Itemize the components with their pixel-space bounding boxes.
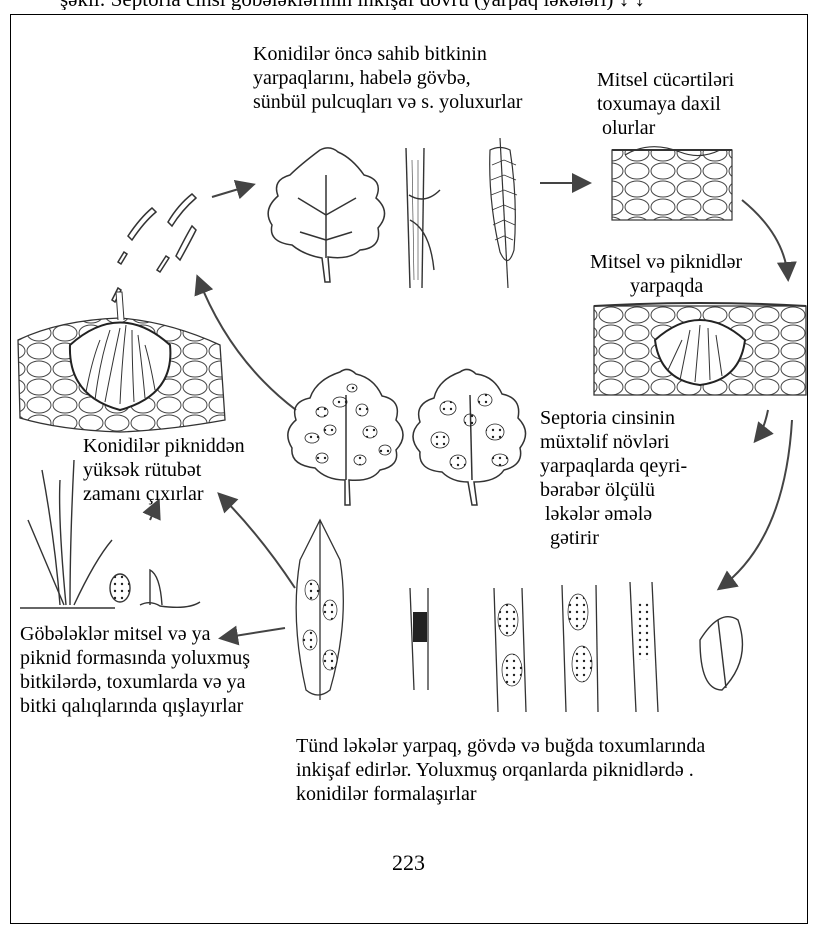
diseased-stem: [410, 588, 428, 690]
wheat-ear: [490, 138, 517, 288]
spotted-leaf-1: [288, 369, 403, 505]
page-number: 223: [392, 850, 425, 876]
arrow-spores-to-leaf: [212, 185, 252, 197]
infected-grain: [700, 617, 742, 690]
stem-segment: [406, 148, 440, 288]
pycnidium-cross-section: [18, 292, 225, 432]
diseased-leaf-blades: [494, 582, 658, 712]
arrow-leafsection-to-spots: [756, 410, 768, 440]
diseased-wheat-ear: [296, 520, 343, 700]
host-leaf: [268, 148, 384, 282]
arrow-spots-to-organs: [720, 420, 792, 588]
leaf-section-with-pycnidia: [594, 303, 806, 395]
tissue-with-mycelium: [612, 147, 732, 220]
spotted-leaf-2: [413, 369, 526, 505]
arrow-ear-to-leaf-up: [220, 495, 295, 588]
conidia-spores: [112, 194, 196, 302]
label-dark-spots: Tünd ləkələr yarpaq, gövdə və buğda toxu…: [296, 734, 705, 806]
arrow-tissue-to-leafsection: [742, 200, 788, 278]
